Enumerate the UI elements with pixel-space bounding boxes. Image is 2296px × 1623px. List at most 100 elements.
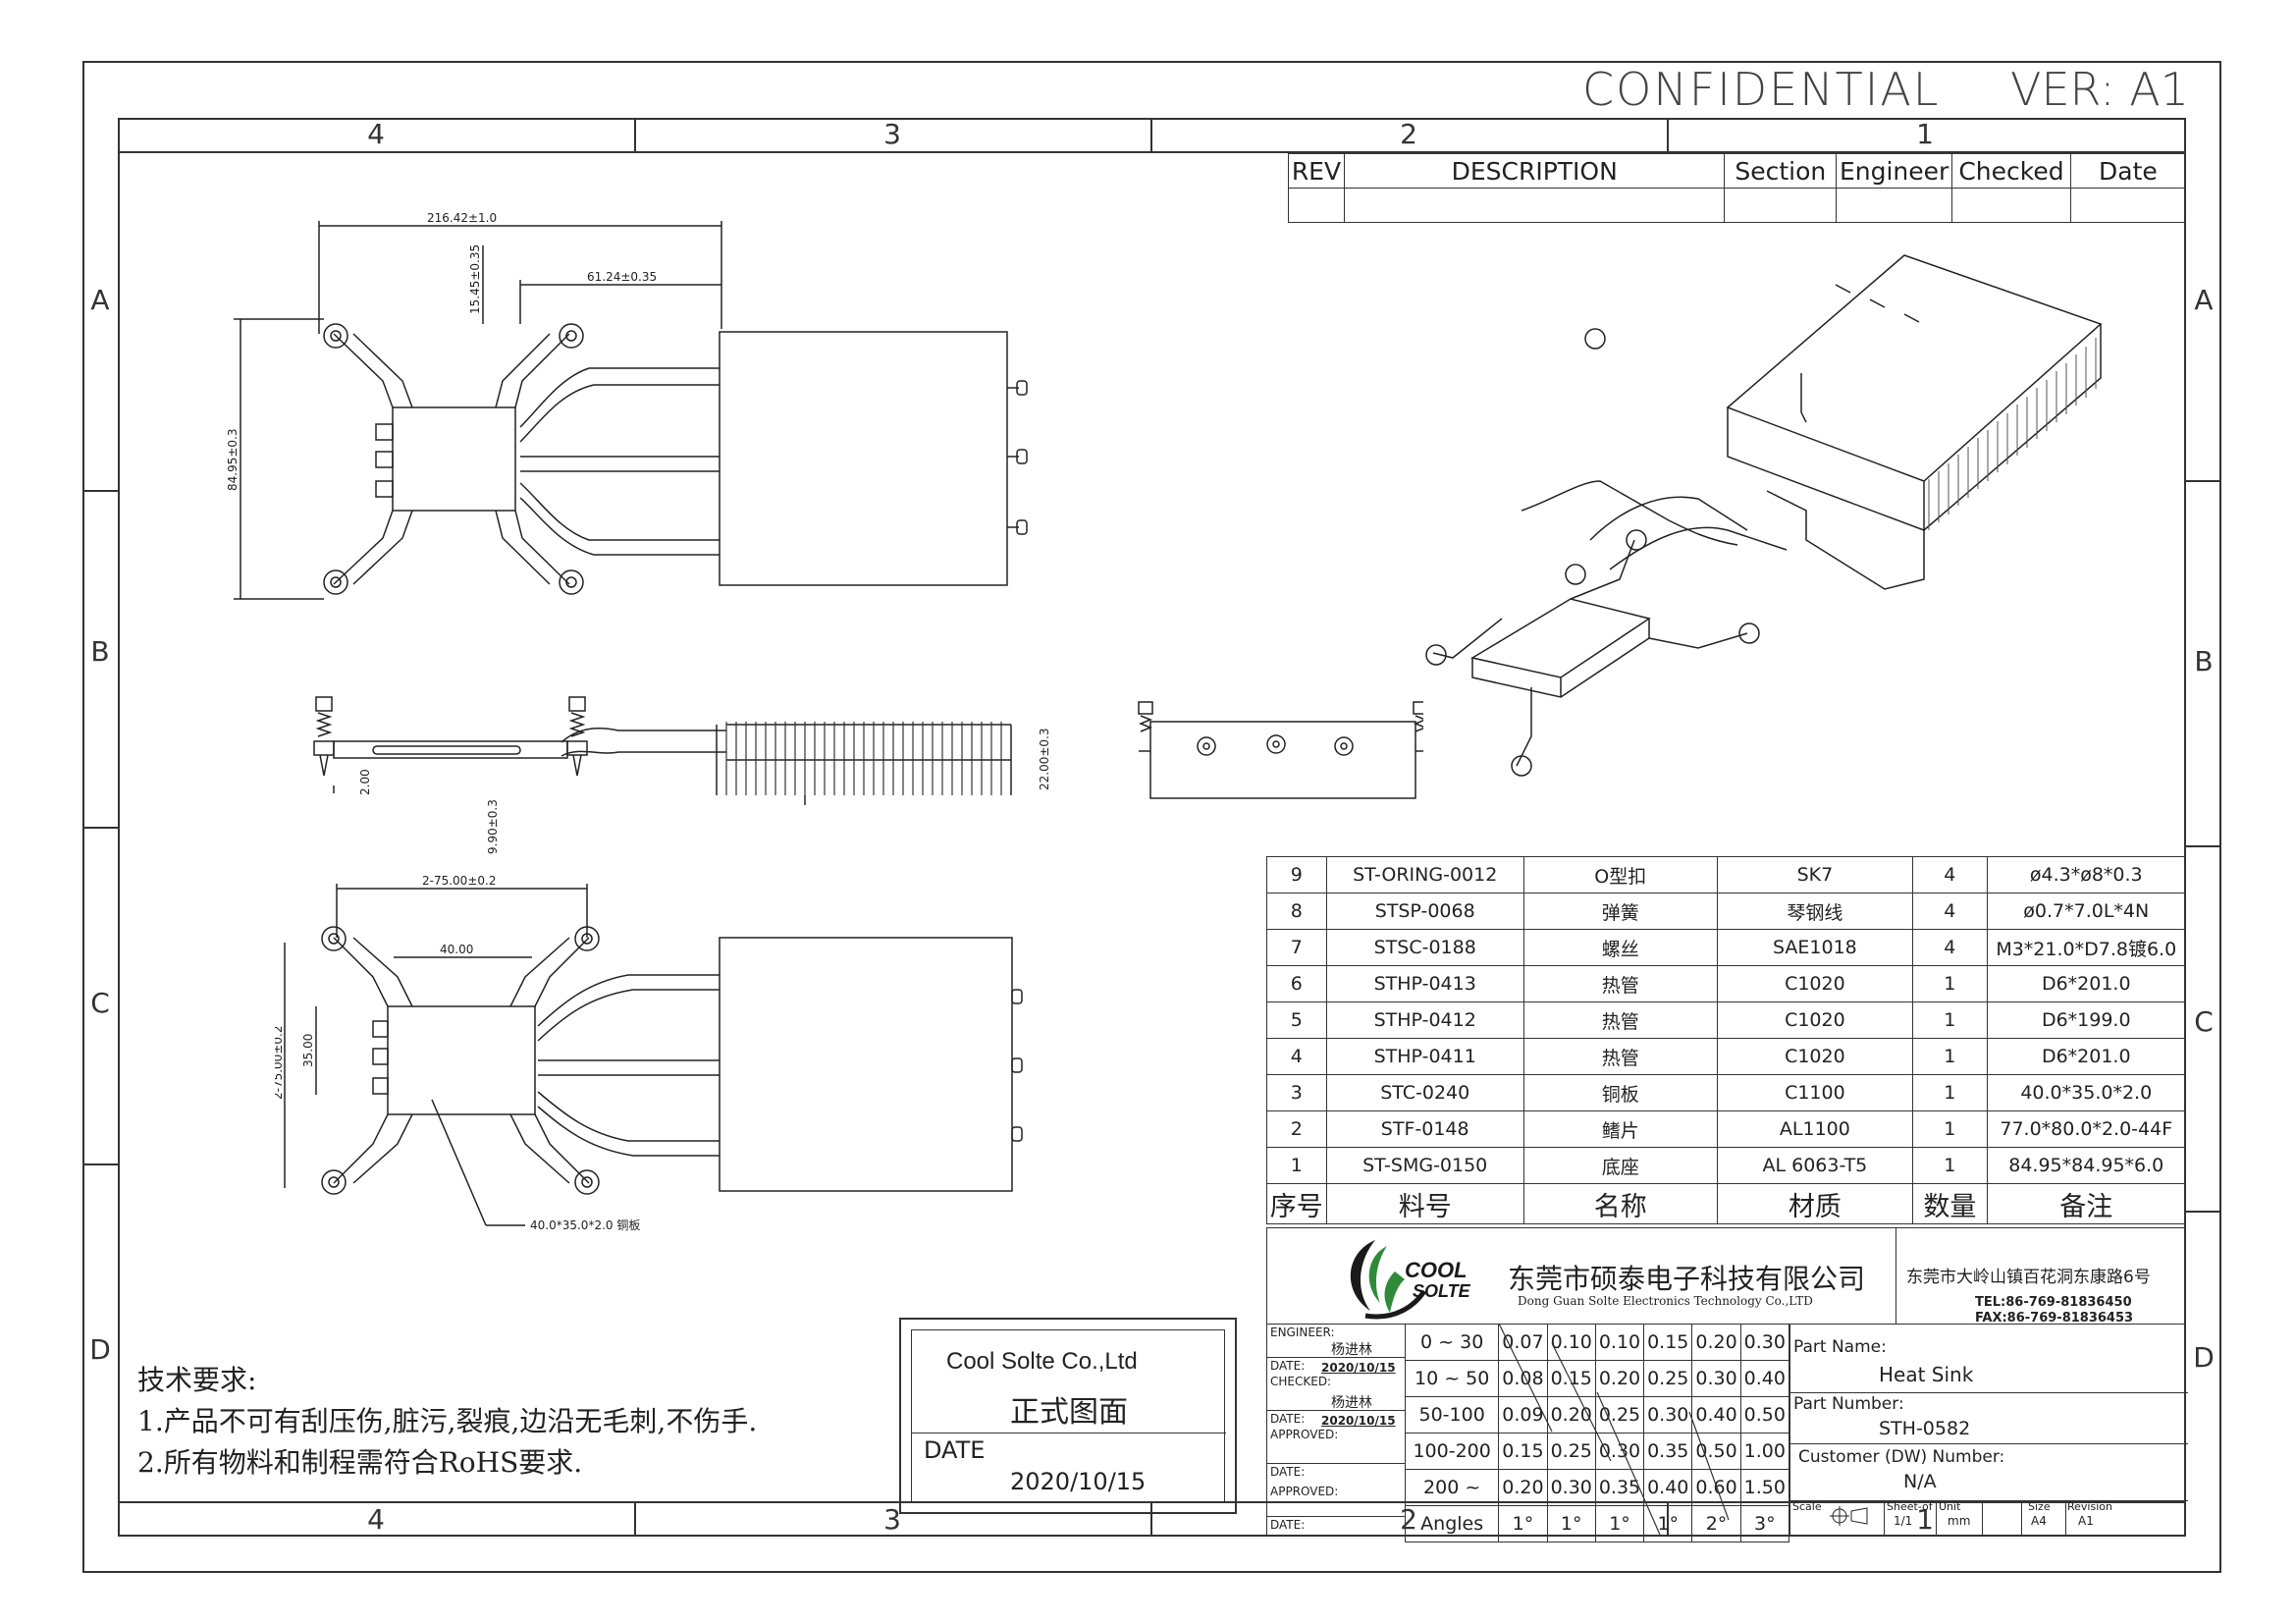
- checked-name: 杨进林: [1331, 1395, 1372, 1411]
- bom-cell: 4: [1912, 929, 1988, 966]
- bom-cell: STC-0240: [1325, 1074, 1524, 1111]
- tolerance-cell: 0.30: [1739, 1324, 1790, 1361]
- front-view-drawing: [1138, 701, 1423, 799]
- signoff-column: ENGINEER: 杨进林 DATE: 2020/10/15 CHECKED: …: [1267, 1324, 1406, 1535]
- part-name: Heat Sink: [1879, 1363, 1974, 1386]
- tolerance-cell: 0.40: [1739, 1360, 1790, 1397]
- bom-cell: AL1100: [1716, 1110, 1914, 1148]
- bom-cell: 铜板: [1522, 1074, 1718, 1111]
- company-fax: FAX:86-769-81836453: [1975, 1311, 2134, 1325]
- bom-cell: 8: [1266, 893, 1327, 930]
- bom-cell: 6: [1266, 965, 1327, 1002]
- bom-cell: D6*201.0: [1986, 1038, 2187, 1075]
- bom-cell: 1: [1912, 1001, 1988, 1039]
- zone-row-d-right: D: [2193, 1341, 2215, 1374]
- version-label: VER: A1: [2010, 63, 2189, 116]
- dim-fin-offset: 61.24±0.35: [587, 270, 657, 284]
- revision-table: REV DESCRIPTION Section Engineer Checked…: [1288, 153, 2187, 223]
- dim-plate-height: 35.00: [301, 1034, 315, 1067]
- address-cell: 东莞市大岭山镇百花洞东康路6号 TEL:86-769-81836450 FAX:…: [1896, 1228, 2188, 1325]
- zone-row-b-right: B: [2186, 480, 2221, 847]
- part-info: Part Name: Heat Sink Part Number: STH-05…: [1789, 1324, 2188, 1535]
- bom-cell: 1: [1912, 965, 1988, 1002]
- tolerance-cell: 0.40: [1643, 1469, 1693, 1506]
- tolerance-cell: 0.20: [1498, 1469, 1548, 1506]
- bom-cell: 1: [1912, 1074, 1988, 1111]
- bom-cell: 3: [1266, 1074, 1327, 1111]
- zone-row-b: B: [82, 490, 118, 829]
- side-view-drawing: 2.00 9.90±0.3 22.00±0.3: [313, 696, 1051, 854]
- zone-row-c: C: [82, 827, 118, 1165]
- date4-label: DATE:: [1270, 1518, 1306, 1532]
- tech-line-2: 2.所有物料和制程需符合RoHS要求.: [137, 1446, 583, 1479]
- zone-row-a: A: [82, 153, 118, 492]
- bom-cell: 底座: [1522, 1147, 1718, 1184]
- tolerance-cell: 50-100: [1404, 1396, 1500, 1434]
- top-zone-strip: 4 3 2 1: [118, 118, 2186, 153]
- dim-plate-callout: 40.0*35.0*2.0 铜板: [530, 1217, 640, 1232]
- bom-cell: 4: [1912, 856, 1988, 893]
- confidential-label: CONFIDENTIAL: [1582, 63, 1941, 116]
- bom-cell: 热管: [1522, 965, 1718, 1002]
- part-number: STH-0582: [1879, 1418, 1971, 1439]
- dim-bottom-pitch: 2-75.00±0.2: [422, 874, 496, 888]
- rev-header-rev: REV: [1288, 153, 1345, 189]
- tolerance-cell: 0.07: [1498, 1324, 1548, 1361]
- bom-cell: STSP-0068: [1325, 893, 1524, 930]
- engineer-name: 杨进林: [1331, 1342, 1372, 1358]
- bom-cell: 螺丝: [1522, 929, 1718, 966]
- bom-cell: STSC-0188: [1325, 929, 1524, 966]
- projection-symbol-icon: [1830, 1506, 1868, 1526]
- right-zone-strip: A B C D: [2186, 153, 2221, 1501]
- dim-clip-offset: 15.45±0.35: [468, 244, 482, 314]
- zone-col-4-bottom: 4: [118, 1503, 636, 1537]
- company-address: 东莞市大岭山镇百花洞东康路6号: [1906, 1268, 2151, 1287]
- zone-col-1-bottom: 1: [1916, 1503, 1934, 1536]
- tolerance-angle-cell: 1°: [1643, 1505, 1693, 1542]
- unit-value: mm: [1948, 1514, 1971, 1528]
- bom-cell: C1020: [1716, 965, 1914, 1002]
- tolerance-angle-cell: 1°: [1498, 1505, 1548, 1542]
- bom-header-material: 材质: [1716, 1183, 1914, 1224]
- bom-cell: 1: [1266, 1147, 1327, 1184]
- date2-value: 2020/10/15: [1321, 1414, 1396, 1428]
- bottom-view-drawing: 2-75.00±0.2 40.00 2-75.00±0.2 35.00 40.0…: [275, 874, 1023, 1232]
- date1-value: 2020/10/15: [1321, 1361, 1396, 1375]
- tolerance-cell: 200 ~: [1404, 1469, 1500, 1506]
- revision-value: A1: [2078, 1514, 2094, 1528]
- bom-cell: STHP-0413: [1325, 965, 1524, 1002]
- customer-number: N/A: [1903, 1471, 1937, 1492]
- bom-cell: 5: [1266, 1001, 1327, 1039]
- dim-plate-width: 40.00: [440, 943, 473, 956]
- engineer-label: ENGINEER:: [1270, 1325, 1335, 1339]
- tolerance-cell: 0.10: [1546, 1324, 1596, 1361]
- tolerance-cell: 0.30: [1594, 1433, 1645, 1470]
- zone-col-2: 2: [1150, 118, 1669, 151]
- scale-label: Scale: [1792, 1500, 1822, 1513]
- bom-cell: C1100: [1716, 1074, 1914, 1111]
- stamp-date: 2020/10/15: [1010, 1468, 1147, 1495]
- bom-cell: 热管: [1522, 1001, 1718, 1039]
- bom-header-remark: 备注: [1986, 1183, 2187, 1224]
- bom-header-part-no: 料号: [1325, 1183, 1524, 1224]
- tolerance-row: 200 ~0.200.300.350.400.601.50: [1404, 1469, 1790, 1506]
- customer-label: Customer (DW) Number:: [1798, 1447, 2005, 1467]
- tolerance-angle-cell: 2°: [1691, 1505, 1741, 1542]
- sheet-label: Sheet-of: [1887, 1500, 1933, 1513]
- tolerance-cell: 0.35: [1594, 1469, 1645, 1506]
- zone-row-d: D: [89, 1333, 111, 1366]
- bom-cell: 77.0*80.0*2.0-44F: [1986, 1110, 2187, 1148]
- bom-cell: ST-SMG-0150: [1325, 1147, 1524, 1184]
- bom-header-qty: 数量: [1912, 1183, 1988, 1224]
- tolerance-angle-cell: 3°: [1739, 1505, 1790, 1542]
- tech-title: 技术要求:: [137, 1364, 257, 1396]
- company-name-en: Dong Guan Solte Electronics Technology C…: [1518, 1294, 1813, 1308]
- tolerance-cell: 0.08: [1498, 1360, 1548, 1397]
- logo-word-solte: SOLTE: [1413, 1281, 1471, 1301]
- rev-header-date: Date: [2069, 153, 2187, 189]
